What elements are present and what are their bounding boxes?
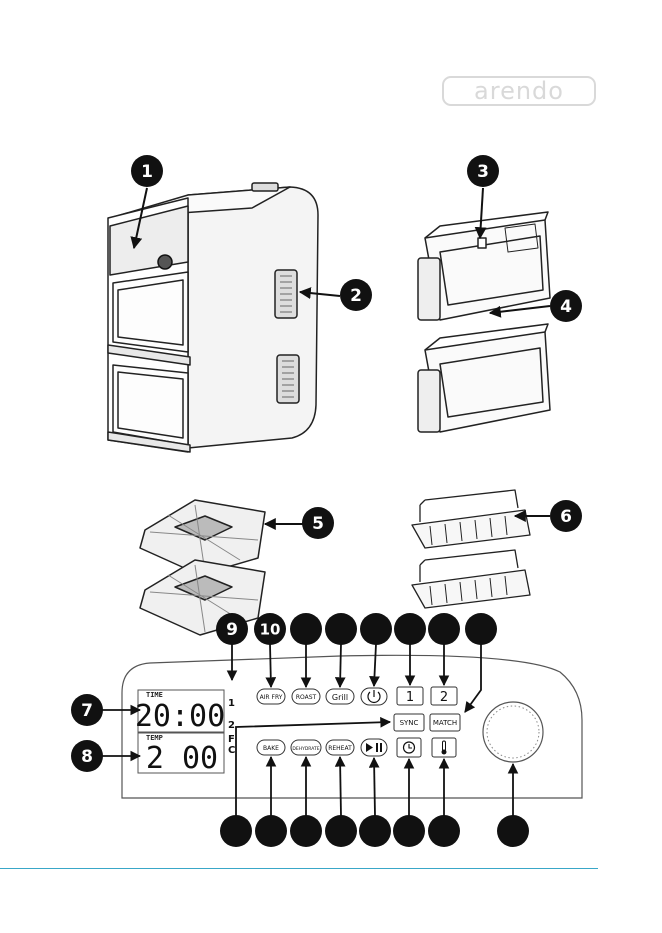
callout-blank-bottom-3: [290, 815, 322, 847]
footer-divider: [0, 868, 598, 869]
svg-text:DEHYDRATE: DEHYDRATE: [292, 746, 319, 752]
reheat-button[interactable]: REHEAT: [326, 740, 354, 755]
callout-blank-top-5: [428, 613, 460, 645]
svg-text:AIR FRY: AIR FRY: [260, 694, 283, 701]
callout-5: 5: [302, 507, 334, 539]
svg-text:9: 9: [226, 620, 238, 640]
svg-text:REHEAT: REHEAT: [328, 745, 352, 752]
match-button[interactable]: MATCH: [430, 714, 460, 731]
bake-button[interactable]: BAKE: [257, 740, 285, 755]
callout-6: 6: [550, 500, 582, 532]
temperature-button[interactable]: [432, 738, 456, 757]
zone-2-indicator: 2: [228, 720, 235, 731]
timer-button[interactable]: [397, 738, 421, 757]
power-button[interactable]: [361, 688, 387, 705]
callout-blank-bottom-5: [359, 815, 391, 847]
air-fry-button[interactable]: AIR FRY: [257, 689, 285, 704]
play-pause-button[interactable]: [361, 739, 387, 756]
svg-text:5: 5: [312, 514, 324, 534]
roast-button[interactable]: ROAST: [292, 689, 320, 704]
callout-1: 1: [131, 155, 163, 187]
time-value: 20:00: [135, 699, 225, 734]
svg-text:SYNC: SYNC: [400, 719, 419, 727]
dehydrate-button[interactable]: DEHYDRATE: [291, 740, 321, 755]
callout-blank-bottom-6: [393, 815, 425, 847]
fahrenheit-indicator: F: [228, 734, 235, 745]
svg-text:7: 7: [81, 701, 93, 721]
callout-blank-top-6: [465, 613, 497, 645]
crisper-plate-illustration: [140, 500, 265, 635]
basket-illustration: [418, 212, 550, 432]
callout-blank-top-1: [290, 613, 322, 645]
sync-button[interactable]: SYNC: [394, 714, 424, 731]
callout-9: 9: [216, 613, 248, 645]
svg-text:2: 2: [350, 286, 362, 306]
callout-blank-top-4: [394, 613, 426, 645]
svg-text:4: 4: [560, 297, 572, 317]
grill-button[interactable]: Grill: [326, 689, 354, 704]
svg-text:2: 2: [440, 690, 448, 705]
svg-text:BAKE: BAKE: [263, 745, 279, 752]
svg-text:MATCH: MATCH: [433, 719, 457, 727]
zone-2-button[interactable]: 2: [431, 687, 457, 705]
rack-illustration: [412, 490, 530, 608]
callout-blank-bottom-4: [325, 815, 357, 847]
callout-blank-bottom-2: [255, 815, 287, 847]
callout-blank-bottom-8: [497, 815, 529, 847]
svg-text:8: 8: [81, 747, 93, 767]
callout-blank-bottom-7: [428, 815, 460, 847]
svg-text:1: 1: [141, 162, 153, 182]
svg-text:Grill: Grill: [332, 693, 348, 702]
callout-3: 3: [467, 155, 499, 187]
callout-blank-top-2: [325, 613, 357, 645]
svg-text:6: 6: [560, 507, 572, 527]
svg-text:3: 3: [477, 162, 489, 182]
callout-10: 10: [254, 613, 286, 645]
temp-value: 2 00: [146, 741, 218, 776]
svg-text:1: 1: [406, 690, 414, 705]
zone-1-indicator: 1: [228, 698, 235, 709]
celsius-indicator: C: [228, 745, 235, 756]
svg-text:10: 10: [260, 621, 281, 639]
control-dial[interactable]: [483, 702, 543, 762]
callout-blank-bottom-1: [220, 815, 252, 847]
zone-1-button[interactable]: 1: [397, 687, 423, 705]
callout-4: 4: [550, 290, 582, 322]
callout-7: 7: [71, 694, 103, 726]
svg-text:ROAST: ROAST: [296, 694, 317, 701]
time-label: TIME: [146, 691, 163, 699]
callout-8: 8: [71, 740, 103, 772]
callout-blank-top-3: [360, 613, 392, 645]
callout-2: 2: [340, 279, 372, 311]
